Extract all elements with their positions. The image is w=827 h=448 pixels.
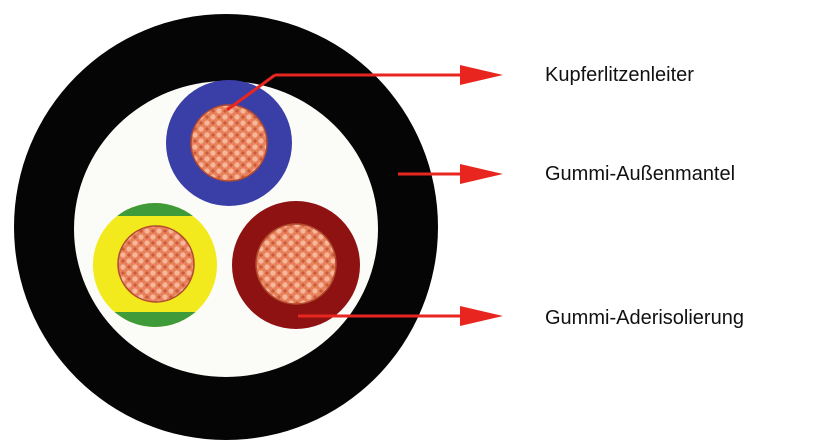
label-outer-sheath: Gummi-Außenmantel (545, 163, 736, 185)
label-core-insulation: Gummi-Aderisolierung (545, 307, 744, 329)
copper-conductor-blue (190, 104, 268, 182)
copper-conductor-brown (255, 223, 337, 305)
arrow-outer-sheath (398, 164, 503, 184)
arrow-conductor (226, 65, 503, 112)
copper-conductor-green-yellow (117, 225, 195, 303)
arrow-core-insulation (298, 306, 503, 326)
label-copper-conductor: Kupferlitzenleiter (545, 64, 694, 86)
